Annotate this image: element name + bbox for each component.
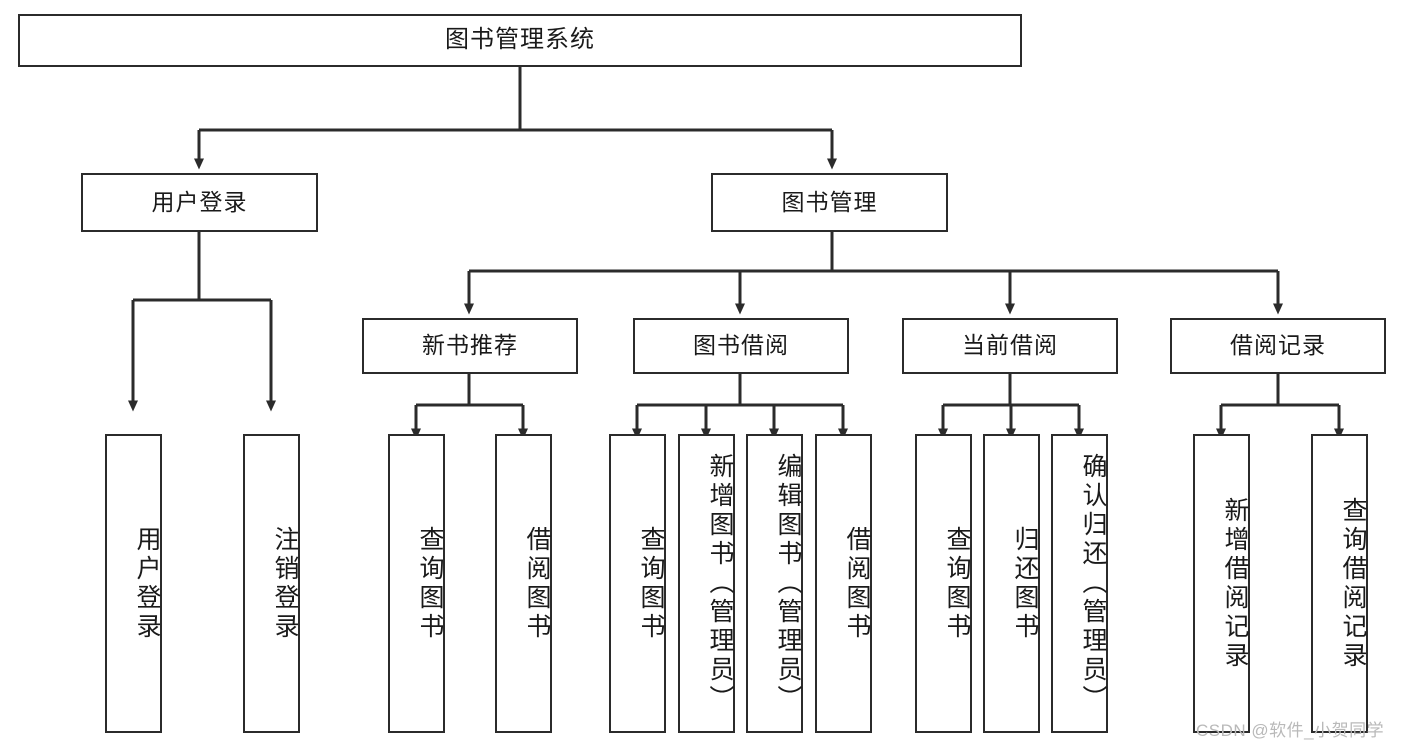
node-label: 新书推荐	[422, 332, 518, 359]
node-label: 归还图书	[1011, 525, 1039, 642]
node-label: 借阅图书	[843, 525, 871, 642]
leaf-book-borrow-query-book[interactable]: 查询图书	[609, 434, 666, 733]
csdn-watermark: CSDN @软件_小贺同学	[1196, 721, 1385, 740]
node-label: 注销登录	[271, 525, 299, 642]
node-new-book-recommend[interactable]: 新书推荐	[362, 318, 578, 374]
node-label: 查询图书	[943, 525, 971, 642]
node-label: 借阅图书	[523, 525, 551, 642]
leaf-book-borrow-edit-book-admin[interactable]: 编辑图书（管理员）	[746, 434, 803, 733]
node-label: 查询图书	[416, 525, 444, 642]
node-label: 用户登录	[133, 525, 161, 642]
node-label: 新增借阅记录	[1221, 496, 1249, 671]
leaf-current-borrow-confirm-return-admin[interactable]: 确认归还（管理员）	[1051, 434, 1108, 733]
leaf-borrow-record-query-record[interactable]: 查询借阅记录	[1311, 434, 1368, 733]
node-label: 编辑图书（管理员）	[774, 453, 802, 714]
leaf-user-login-logout[interactable]: 注销登录	[243, 434, 300, 733]
node-label: 确认归还（管理员）	[1079, 453, 1107, 714]
node-label: 图书管理系统	[445, 26, 595, 54]
node-current-borrow[interactable]: 当前借阅	[902, 318, 1118, 374]
node-book-management[interactable]: 图书管理	[711, 173, 948, 232]
node-book-borrow[interactable]: 图书借阅	[633, 318, 849, 374]
node-label: 新增图书（管理员）	[706, 453, 734, 714]
node-root-book-management-system[interactable]: 图书管理系统	[18, 14, 1022, 67]
leaf-borrow-record-add-record[interactable]: 新增借阅记录	[1193, 434, 1250, 733]
leaf-book-borrow-add-book-admin[interactable]: 新增图书（管理员）	[678, 434, 735, 733]
node-label: 查询图书	[637, 525, 665, 642]
node-label: 当前借阅	[962, 332, 1058, 359]
leaf-current-borrow-query-book[interactable]: 查询图书	[915, 434, 972, 733]
node-borrow-record[interactable]: 借阅记录	[1170, 318, 1386, 374]
node-label: 查询借阅记录	[1339, 496, 1367, 671]
node-label: 图书管理	[781, 188, 878, 215]
node-user-login[interactable]: 用户登录	[81, 173, 318, 232]
node-label: 用户登录	[151, 188, 248, 215]
leaf-current-borrow-return-book[interactable]: 归还图书	[983, 434, 1040, 733]
leaf-new-book-query-book[interactable]: 查询图书	[388, 434, 445, 733]
node-label: 图书借阅	[693, 332, 789, 359]
leaf-user-login-login[interactable]: 用户登录	[105, 434, 162, 733]
leaf-book-borrow-borrow-book[interactable]: 借阅图书	[815, 434, 872, 733]
node-label: 借阅记录	[1230, 332, 1326, 359]
leaf-new-book-borrow-book[interactable]: 借阅图书	[495, 434, 552, 733]
